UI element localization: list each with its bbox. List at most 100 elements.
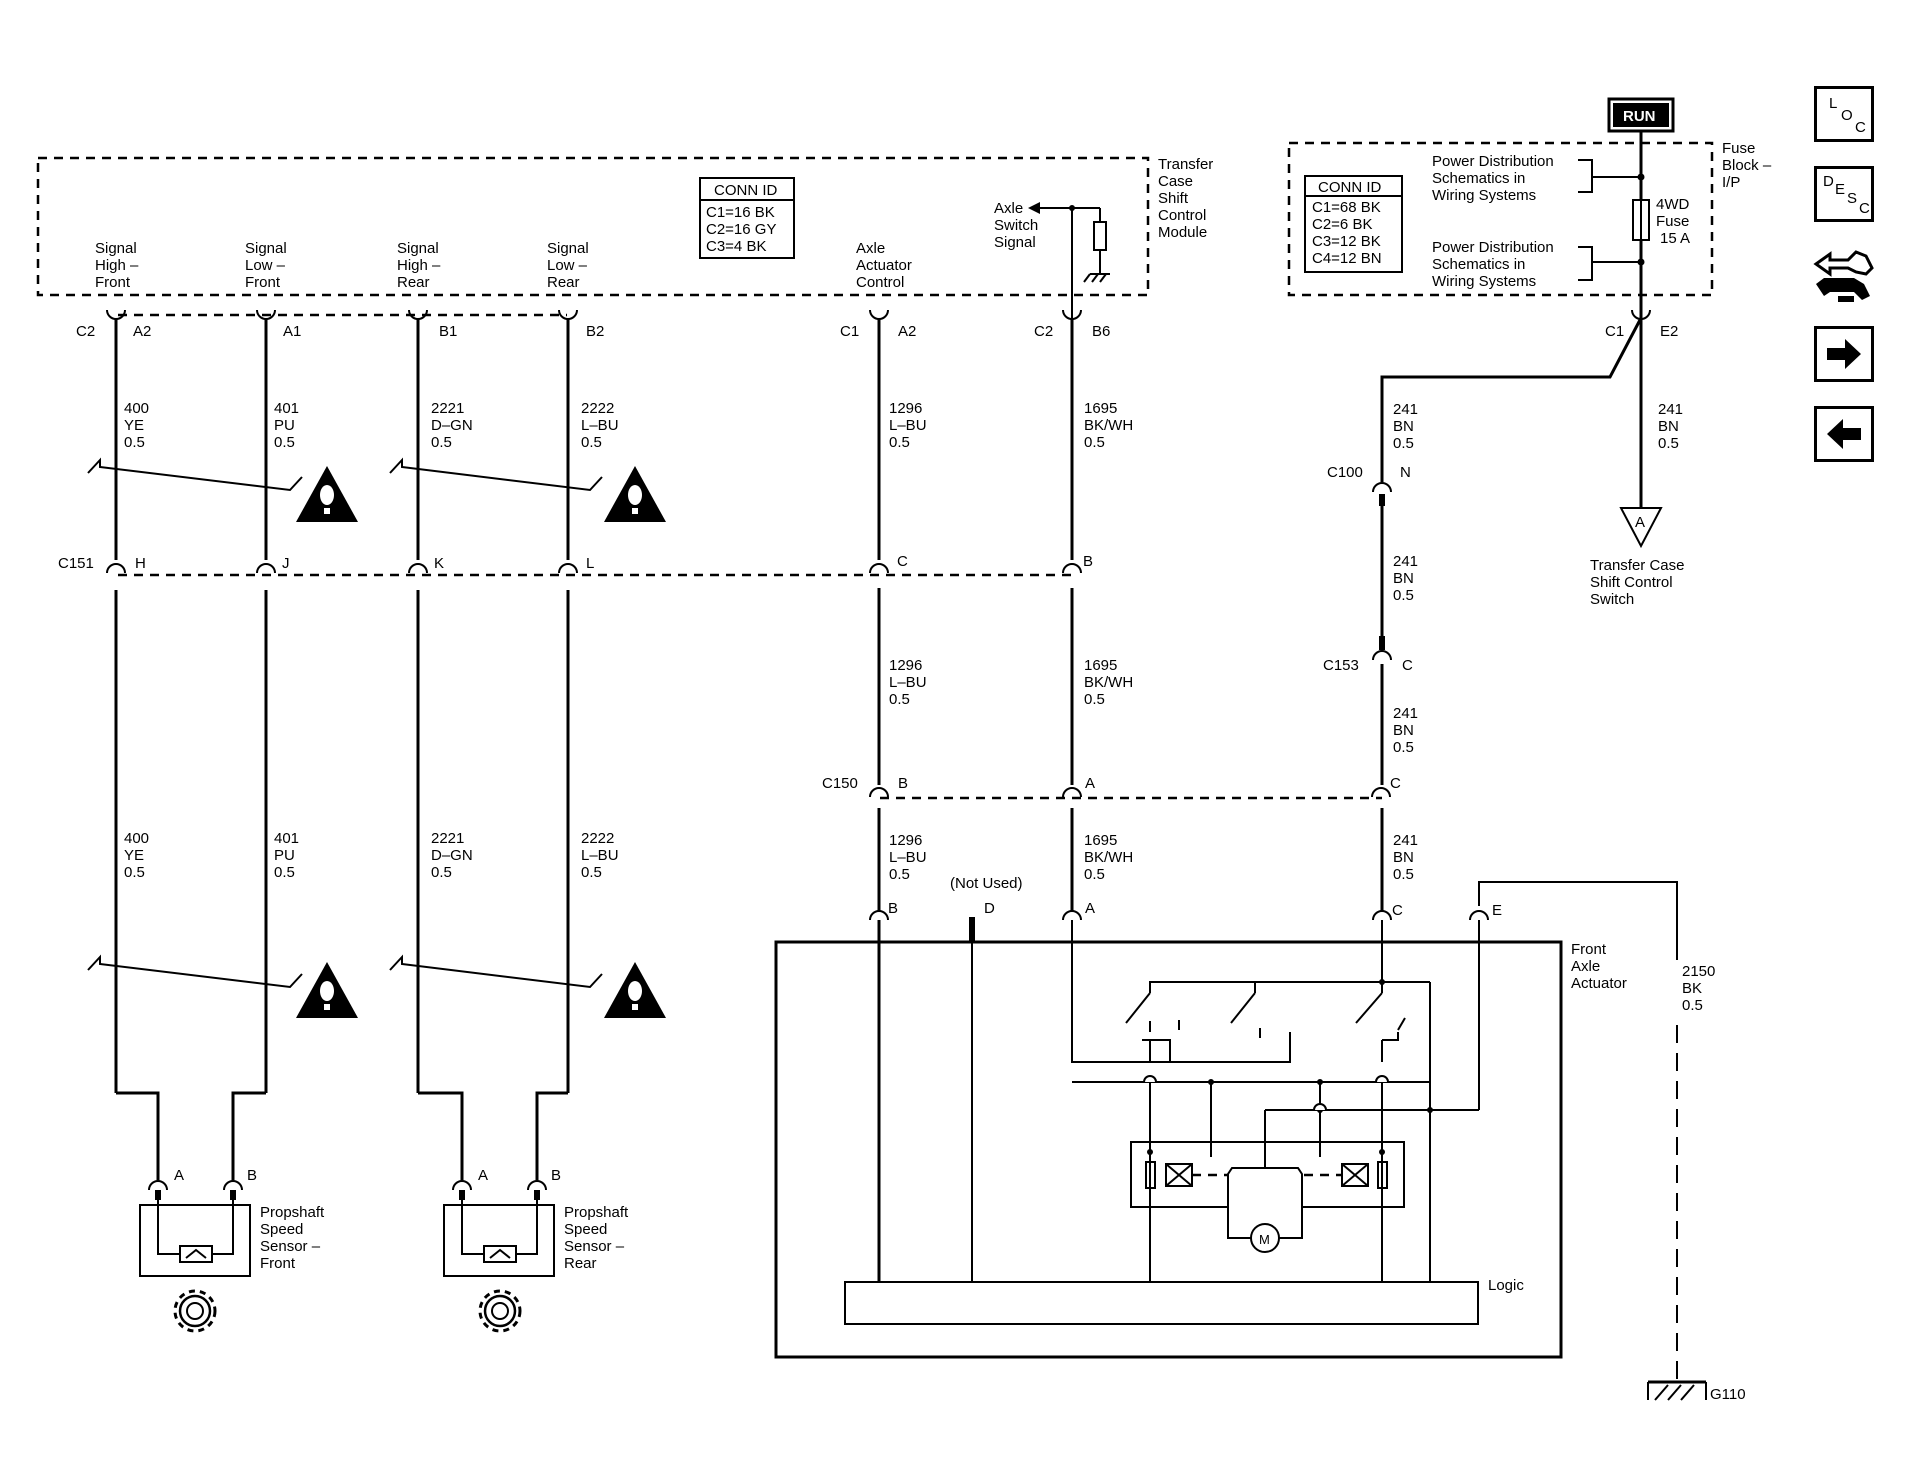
caution-icon <box>604 962 666 1018</box>
svg-text:C1: C1 <box>1605 323 1624 340</box>
svg-text:1695: 1695 <box>1084 657 1117 674</box>
svg-text:0.5: 0.5 <box>581 864 602 881</box>
tcscm-module-box <box>36 156 1150 297</box>
svg-text:Signal: Signal <box>994 234 1036 251</box>
svg-text:B: B <box>898 775 908 792</box>
fuse-output-wires: A Transfer Case Shift Control Switch <box>1380 317 1684 912</box>
svg-text:Switch: Switch <box>994 217 1038 234</box>
motor-icon <box>1250 1223 1280 1253</box>
svg-text:I/P: I/P <box>1722 174 1740 191</box>
gear-icon <box>478 1289 522 1333</box>
svg-text:E: E <box>1492 902 1502 919</box>
diagnostic-connector-icon[interactable] <box>1810 244 1876 308</box>
svg-text:0.5: 0.5 <box>1393 587 1414 604</box>
svg-text:A2: A2 <box>898 323 916 340</box>
actuator-internals: M Logic <box>844 920 1524 1325</box>
svg-text:D: D <box>984 900 995 917</box>
svg-text:B: B <box>247 1167 257 1184</box>
svg-text:C2=6 BK: C2=6 BK <box>1312 216 1372 233</box>
svg-text:Sensor –: Sensor – <box>260 1238 321 1255</box>
svg-text:L–BU: L–BU <box>581 417 619 434</box>
ground-circuit: 2150 BK 0.5 <box>1478 881 1715 1390</box>
logic-block <box>844 1281 1479 1325</box>
svg-text:H: H <box>135 555 146 572</box>
svg-text:C153: C153 <box>1323 657 1359 674</box>
arrow-left-icon <box>1827 419 1861 449</box>
svg-text:Front: Front <box>260 1255 296 1272</box>
sensor-wires <box>114 318 570 1180</box>
previous-arrow-button[interactable] <box>1814 406 1874 462</box>
svg-text:0.5: 0.5 <box>1393 866 1414 883</box>
svg-text:BN: BN <box>1393 418 1414 435</box>
svg-text:Speed: Speed <box>564 1221 607 1238</box>
svg-text:A: A <box>1635 514 1645 531</box>
svg-text:Wiring Systems: Wiring Systems <box>1432 187 1536 204</box>
svg-text:Case: Case <box>1158 173 1193 190</box>
svg-text:0.5: 0.5 <box>1658 435 1679 452</box>
svg-text:N: N <box>1400 464 1411 481</box>
svg-text:High –: High – <box>95 257 139 274</box>
front-axle-actuator-name: Front Axle Actuator <box>1571 941 1627 992</box>
svg-text:B2: B2 <box>586 323 604 340</box>
svg-text:A: A <box>1085 775 1095 792</box>
svg-text:Control: Control <box>1158 207 1206 224</box>
propshaft-sensor-front: A B Propshaft Speed Sensor – Front <box>139 1167 325 1277</box>
svg-text:A1: A1 <box>283 323 301 340</box>
svg-text:Signal: Signal <box>397 240 439 257</box>
fuse-block-box <box>1287 141 1714 297</box>
svg-text:C151: C151 <box>58 555 94 572</box>
svg-text:241: 241 <box>1393 401 1418 418</box>
actuator-control-wires <box>877 318 1074 912</box>
svg-text:Signal: Signal <box>245 240 287 257</box>
svg-text:Transfer Case: Transfer Case <box>1590 557 1684 574</box>
svg-text:A: A <box>1085 900 1095 917</box>
c100-connector: C100 N <box>1327 464 1411 506</box>
caution-icon <box>604 466 666 522</box>
svg-text:Axle: Axle <box>856 240 885 257</box>
c153-connector: C153 C <box>1323 636 1413 674</box>
svg-text:Schematics in: Schematics in <box>1432 256 1525 273</box>
svg-text:B: B <box>888 900 898 917</box>
svg-text:Propshaft: Propshaft <box>564 1204 629 1221</box>
next-arrow-button[interactable] <box>1814 326 1874 382</box>
svg-text:Propshaft: Propshaft <box>260 1204 325 1221</box>
power-distribution-refs: Power Distribution Schematics in Wiring … <box>1432 153 1641 290</box>
svg-text:Wiring Systems: Wiring Systems <box>1432 273 1536 290</box>
svg-text:Low –: Low – <box>547 257 588 274</box>
svg-text:PU: PU <box>274 847 295 864</box>
svg-text:B1: B1 <box>439 323 457 340</box>
svg-text:C3=4 BK: C3=4 BK <box>706 238 766 255</box>
svg-text:BK: BK <box>1682 980 1702 997</box>
svg-text:RUN: RUN <box>1623 108 1656 125</box>
svg-text:Shift Control: Shift Control <box>1590 574 1673 591</box>
svg-text:1695: 1695 <box>1084 832 1117 849</box>
svg-text:D–GN: D–GN <box>431 417 473 434</box>
svg-text:0.5: 0.5 <box>124 864 145 881</box>
location-button[interactable]: L O C <box>1814 86 1874 142</box>
svg-text:Front: Front <box>1571 941 1607 958</box>
svg-text:Sensor –: Sensor – <box>564 1238 625 1255</box>
fuse-4wd: 4WD Fuse 15 A <box>1632 131 1690 318</box>
axle-switch-pullup <box>1028 202 1110 318</box>
svg-text:4WD: 4WD <box>1656 196 1690 213</box>
arrow-right-icon <box>1827 339 1861 369</box>
svg-text:C: C <box>1390 775 1401 792</box>
svg-text:Schematics in: Schematics in <box>1432 170 1525 187</box>
svg-text:0.5: 0.5 <box>124 434 145 451</box>
description-button[interactable]: D E S C <box>1814 166 1874 222</box>
svg-text:L: L <box>586 555 594 572</box>
svg-text:15 A: 15 A <box>1660 230 1690 247</box>
svg-text:C2: C2 <box>1034 323 1053 340</box>
svg-text:A: A <box>174 1167 184 1184</box>
svg-text:0.5: 0.5 <box>889 434 910 451</box>
fuse-block-name: Fuse Block – I/P <box>1722 140 1772 191</box>
svg-text:BN: BN <box>1393 849 1414 866</box>
svg-text:Front: Front <box>245 274 281 291</box>
svg-text:2222: 2222 <box>581 400 614 417</box>
svg-text:Actuator: Actuator <box>856 257 912 274</box>
svg-text:Actuator: Actuator <box>1571 975 1627 992</box>
front-axle-actuator-box <box>774 940 1563 1359</box>
gear-icon <box>173 1289 217 1333</box>
